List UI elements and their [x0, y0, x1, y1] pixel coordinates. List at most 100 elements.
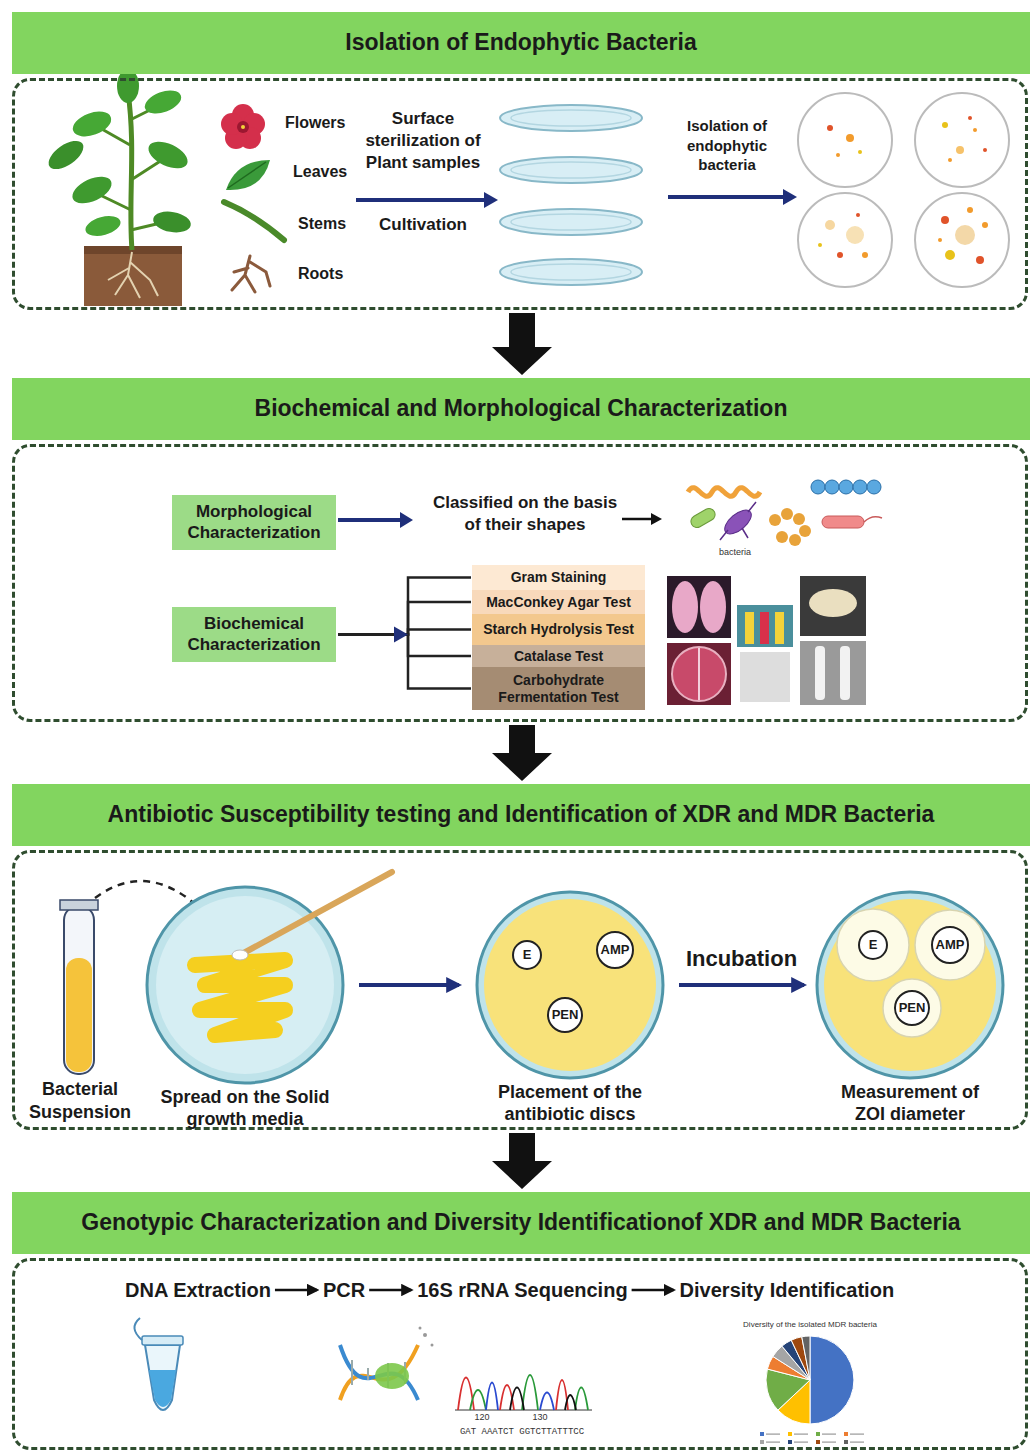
- dna-icon: [431, 1344, 434, 1347]
- culture-plates: [983, 148, 987, 152]
- test-photos: [800, 576, 866, 636]
- dna-icon: [340, 1345, 418, 1400]
- bacterial-smear: [195, 960, 285, 1035]
- process-arrow: [369, 1289, 411, 1292]
- box-label: Morphological Characterization: [178, 502, 330, 543]
- plant-illustration: [84, 246, 182, 306]
- bacteria-illustration: [769, 514, 781, 526]
- section-header-band: Genotypic Characterization and Diversity…: [12, 1192, 1030, 1254]
- process-arrow: [632, 1289, 674, 1292]
- inhibition-zone: [915, 910, 985, 980]
- petri-dish: [477, 892, 663, 1078]
- chromatogram: [510, 1388, 576, 1411]
- bracket-connector: [338, 578, 471, 635]
- test-photos: [840, 646, 850, 700]
- culture-plates: [836, 153, 840, 157]
- legend-line-mini: [794, 1434, 808, 1435]
- pie-chart: [760, 1336, 864, 1444]
- section-title: Biochemical and Morphological Characteri…: [255, 395, 788, 423]
- culture-plates: [818, 243, 822, 247]
- bacteria-illustration: [799, 525, 811, 537]
- process-arrow: [275, 1289, 317, 1292]
- plant-illustration: [44, 69, 193, 306]
- petri-dish-stack: [500, 157, 642, 183]
- arrowhead: [394, 627, 408, 643]
- test-label: Carbohydrate Fermentation Test: [476, 672, 641, 706]
- pie-slice: [802, 1336, 810, 1380]
- section-title: Isolation of Endophytic Bacteria: [345, 29, 696, 57]
- culture-plates: [941, 216, 949, 224]
- text-label: Stems: [298, 214, 346, 235]
- chromatogram: [486, 1383, 554, 1411]
- test-label: MacConkey Agar Test: [486, 594, 631, 611]
- chromatogram: [470, 1375, 588, 1410]
- culture-plates: [915, 193, 1009, 287]
- legend-swatch-mini: [788, 1440, 792, 1444]
- legend-swatch-mini: [788, 1432, 792, 1436]
- plant-illustration: [68, 171, 115, 209]
- inhibition-zone: [883, 979, 941, 1037]
- disc-label: E: [869, 937, 878, 953]
- test-photos: [672, 647, 726, 701]
- leaf-icon: [226, 160, 270, 190]
- petri-dish-stack: [500, 105, 642, 131]
- leaf-icon: [228, 162, 266, 188]
- workflow-step: 16S rRNA Sequencing: [417, 1278, 627, 1302]
- legend-swatch-mini: [816, 1440, 820, 1444]
- culture-plates: [973, 128, 977, 132]
- dashed-border: [12, 78, 1028, 310]
- disc-label: PEN: [899, 1000, 926, 1016]
- chromatogram: [455, 1375, 592, 1410]
- text-label: Roots: [298, 264, 343, 285]
- test-label: Starch Hydrolysis Test: [483, 621, 634, 638]
- text-label: Flowers: [285, 113, 345, 134]
- stem-icon: [224, 202, 284, 240]
- step-label: 16S rRNA Sequencing: [417, 1278, 627, 1302]
- culture-plates: [798, 93, 1009, 287]
- test-photos: [745, 612, 754, 644]
- agar: [484, 899, 656, 1071]
- test-band: Carbohydrate Fermentation Test: [472, 667, 645, 710]
- microtube-icon: [134, 1318, 183, 1410]
- text-label: Isolation of endophytic bacteria: [672, 116, 782, 175]
- text-label: Classified on the basis of their shapes: [430, 492, 620, 536]
- disc-label: PEN: [552, 1007, 579, 1023]
- text-label: Leaves: [293, 162, 347, 183]
- petri-dish-drawing: [465, 890, 675, 1080]
- leaf-icon: [226, 160, 270, 190]
- test-tube: [60, 900, 98, 910]
- culture-plates: [956, 146, 964, 154]
- text-label: Diversity of the isolated MDR bacteria: [720, 1320, 900, 1330]
- text-label: Bacterial Suspension: [20, 1078, 140, 1125]
- step-label: Placement of the antibiotic discs: [475, 1082, 665, 1125]
- test-band: Catalase Test: [472, 645, 645, 667]
- flower-icon: [221, 104, 265, 149]
- legend-line-mini: [850, 1434, 864, 1435]
- legend-line-mini: [822, 1442, 836, 1443]
- bacteria-illustration: [720, 502, 756, 540]
- dna-icon: [419, 1327, 422, 1330]
- step-label: DNA Extraction: [125, 1278, 271, 1302]
- process-arrow: [484, 192, 498, 208]
- bracket-connector: [338, 635, 471, 657]
- culture-plates: [837, 252, 843, 258]
- plant-illustration: [44, 135, 88, 174]
- plant-illustration: [142, 86, 185, 118]
- legend-line-mini: [794, 1442, 808, 1443]
- process-arrow: [679, 983, 804, 987]
- legend-line-mini: [850, 1442, 864, 1443]
- petri-dish-node: Placement of the antibiotic discsEAMPPEN: [465, 890, 675, 1125]
- test-photos: [672, 581, 698, 633]
- petri-dish: [817, 892, 1003, 1078]
- test-photos: [698, 648, 700, 700]
- flow-arrow: [492, 725, 552, 781]
- bacteria-illustration: [811, 480, 825, 494]
- petri-dish-stack: [511, 264, 631, 280]
- petri-dish-drawing: [810, 890, 1010, 1080]
- petri-dish-stack: [511, 110, 631, 126]
- section-header-band: Isolation of Endophytic Bacteria: [12, 12, 1030, 74]
- petri-dish-drawing: [135, 885, 355, 1085]
- test-tube: [60, 900, 98, 1074]
- dna-icon: [423, 1333, 427, 1337]
